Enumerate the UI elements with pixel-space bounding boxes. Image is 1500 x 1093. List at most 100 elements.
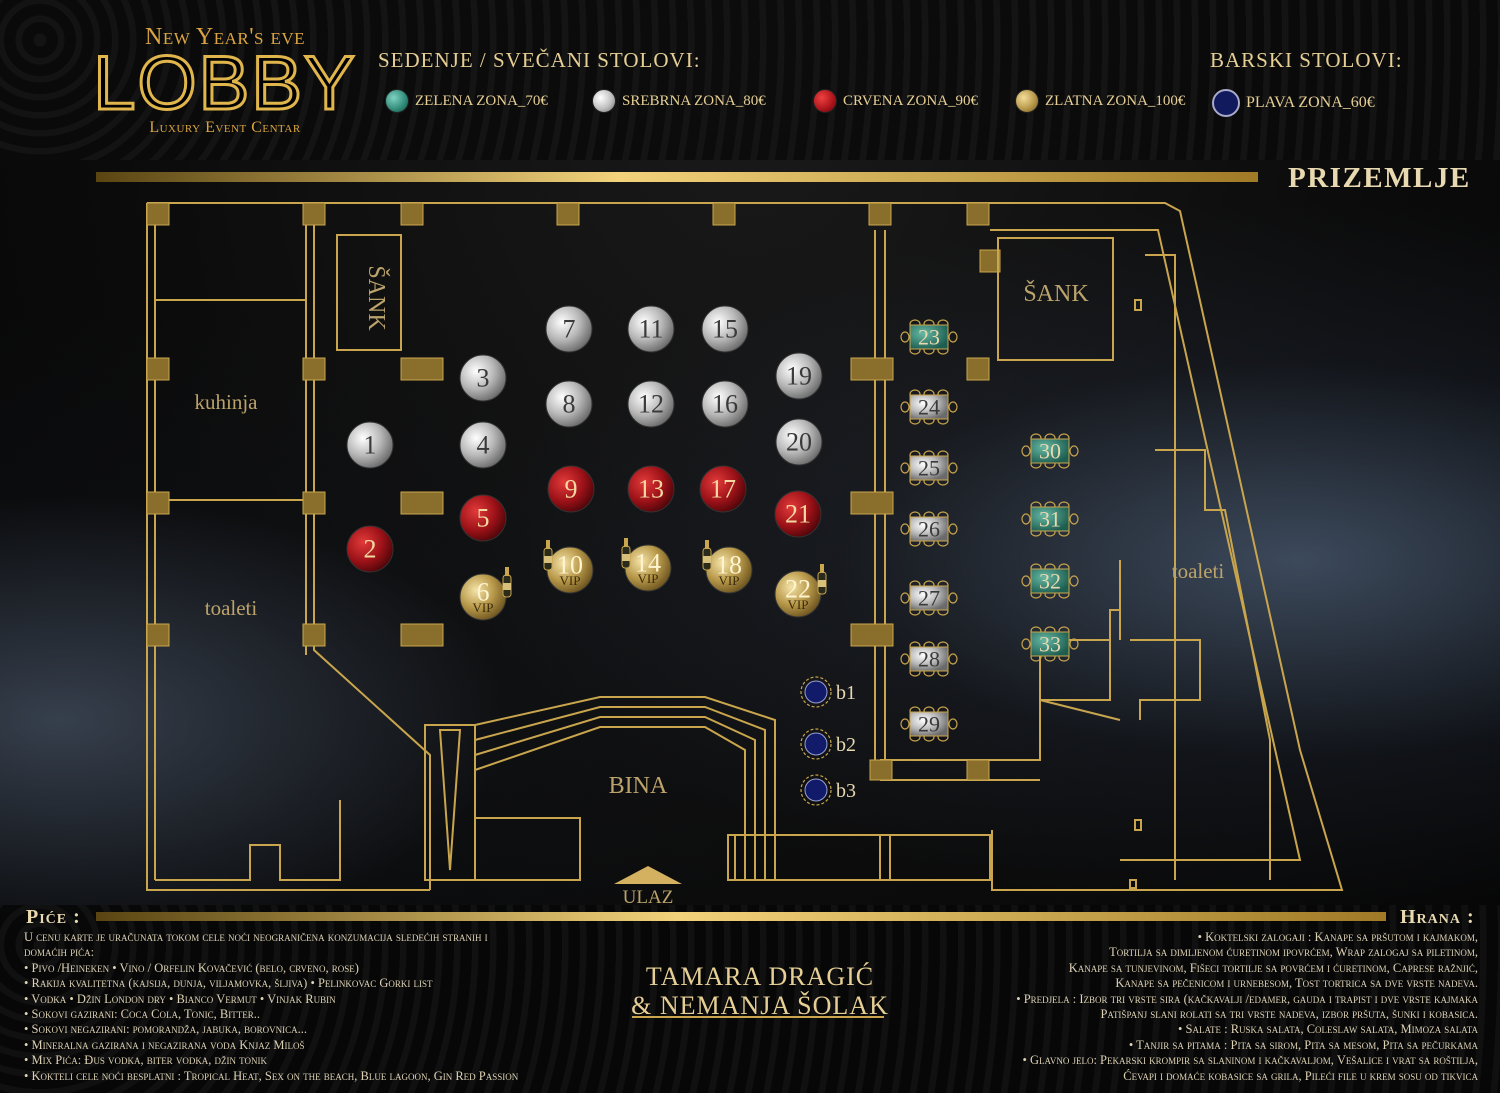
table-15[interactable]: 15 — [701, 305, 749, 353]
table-7[interactable]: 7 — [545, 305, 593, 353]
performers-underline — [632, 1016, 884, 1018]
food-line: Tortilja sa dimljenom ćuretinom ipovrćem… — [1109, 945, 1478, 960]
bar-table-26[interactable]: 26 — [900, 511, 958, 547]
food-line: • Glavno jelo: Pekarski krompir sa slani… — [1022, 1053, 1478, 1068]
bar-table-27[interactable]: 27 — [900, 580, 958, 616]
silver-zone-dot — [592, 89, 616, 113]
table-number: 12 — [638, 390, 664, 419]
drinks-title: Piće : — [26, 906, 81, 928]
red-zone-dot — [813, 89, 837, 113]
table-4[interactable]: 4 — [459, 421, 507, 469]
blue-zone-dot — [1212, 89, 1240, 117]
table-number: 26 — [918, 517, 940, 542]
table-number: 27 — [918, 586, 940, 611]
table-number: 1 — [364, 431, 377, 460]
table-number: 14 — [635, 549, 661, 578]
green-zone-dot — [385, 89, 409, 113]
legend-silver-zone: SREBRNA ZONA_80€ — [592, 89, 766, 113]
bar-table-24[interactable]: 24 — [900, 389, 958, 425]
table-number: b3 — [836, 780, 856, 802]
blue-table-b3[interactable]: b3 — [800, 774, 856, 806]
table-19[interactable]: 19 — [775, 352, 823, 400]
table-11[interactable]: 11 — [627, 305, 675, 353]
toilets-right-label: toaleti — [1172, 559, 1225, 583]
table-number: 15 — [712, 315, 738, 344]
drinks-line: • Kokteli cele noći besplatni : Tropical… — [24, 1068, 519, 1083]
bar-right-label: ŠANK — [1023, 280, 1089, 307]
table-1[interactable]: 1 — [346, 421, 394, 469]
table-number: b1 — [836, 682, 856, 704]
table-number: 25 — [918, 456, 940, 481]
table-number: 17 — [710, 475, 736, 504]
table-number: 3 — [477, 364, 490, 393]
logo-new-years-eve: New Year's eve — [144, 24, 306, 50]
performer-1: TAMARA DRAGIĆ — [645, 962, 875, 991]
table-number: 13 — [638, 475, 664, 504]
food-line: • Tanjir sa pitama : Pita sa sirom, Pita… — [1128, 1037, 1478, 1052]
legend-label: ZLATNA ZONA_100€ — [1045, 92, 1186, 109]
kitchen-label: kuhinja — [195, 390, 259, 414]
food-line: • Koktelski zalogaji : Kanape sa pršutom… — [1197, 930, 1478, 944]
table-3[interactable]: 3 — [459, 354, 507, 402]
drinks-line: domaćih pića: — [24, 945, 95, 960]
food-line: Ćevapi i domaće kobasice sa grila, Pileć… — [1123, 1068, 1478, 1083]
blue-table-b2[interactable]: b2 — [800, 728, 856, 760]
lobby-logo: New Year's eve LOBBY Luxury Event Centar — [90, 24, 360, 137]
bar-table-28[interactable]: 28 — [900, 641, 958, 677]
table-5[interactable]: 5 — [459, 494, 507, 542]
gold-zone-dot — [1015, 89, 1039, 113]
table-16[interactable]: 16 — [701, 380, 749, 428]
table-21[interactable]: 21 — [774, 490, 822, 538]
table-number: 21 — [785, 500, 811, 529]
bar-table-25[interactable]: 25 — [900, 450, 958, 486]
table-9[interactable]: 9 — [547, 465, 595, 513]
legend-gold-zone: ZLATNA ZONA_100€ — [1015, 89, 1185, 113]
food-line: Patišpanj slani rolati sa tri vrste nade… — [1100, 1007, 1478, 1022]
table-12[interactable]: 12 — [627, 380, 675, 428]
food-line: Kanape sa tunjevinom, Fišeci tortilje sa… — [1068, 960, 1478, 975]
table-2[interactable]: 2 — [346, 525, 394, 573]
legend-red-zone: CRVENA ZONA_90€ — [813, 89, 978, 113]
table-number: 4 — [477, 431, 490, 460]
seating-header: SEDENJE / SVEČANI STOLOVI: — [378, 48, 701, 72]
bar-table-30[interactable]: 30 — [1021, 433, 1079, 469]
performer-2: & NEMANJA ŠOLAK — [631, 991, 889, 1020]
entrance-arrow — [614, 866, 682, 884]
table-number: 8 — [563, 390, 576, 419]
table-number: 30 — [1039, 439, 1061, 464]
blue-table-b1[interactable]: b1 — [800, 676, 856, 708]
logo-subtitle: Luxury Event Centar — [149, 119, 301, 136]
champagne-bottle-icon — [621, 538, 631, 569]
table-number: 7 — [563, 315, 576, 344]
bar-table-33[interactable]: 33 — [1021, 626, 1079, 662]
table-number: 9 — [565, 475, 578, 504]
table-number: 5 — [477, 504, 490, 533]
top-divider — [96, 172, 1258, 182]
table-number: 18 — [716, 551, 742, 580]
bar-table-23[interactable]: 23 — [900, 319, 958, 355]
table-17[interactable]: 17 — [699, 465, 747, 513]
bar-table-32[interactable]: 32 — [1021, 563, 1079, 599]
food-line: • Predjela : Izbor tri vrste sira (kačka… — [1016, 991, 1478, 1006]
bar-left — [336, 234, 402, 351]
legend-blue-zone: PLAVA ZONA_60€ — [1212, 89, 1375, 117]
bottom-divider — [96, 912, 1386, 921]
vip-label: VIP — [788, 597, 809, 612]
bar-table-31[interactable]: 31 — [1021, 501, 1079, 537]
toilets-left-label: toaleti — [205, 596, 258, 620]
food-line: • Salate : Ruska salata, Coleslaw salata… — [1178, 1022, 1478, 1037]
table-20[interactable]: 20 — [775, 418, 823, 466]
table-number: 32 — [1039, 569, 1061, 594]
drinks-line: • Sokovi negazirani: pomorandža, jabuka,… — [24, 1022, 308, 1037]
table-number: 22 — [785, 575, 811, 604]
table-number: 20 — [786, 428, 812, 457]
table-8[interactable]: 8 — [545, 380, 593, 428]
bar-table-29[interactable]: 29 — [900, 706, 958, 742]
table-13[interactable]: 13 — [627, 465, 675, 513]
